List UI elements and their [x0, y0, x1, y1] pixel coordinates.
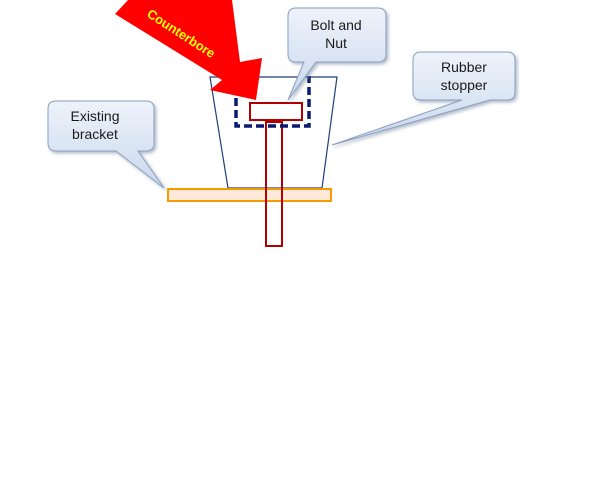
callout-rubber-stopper-line2: stopper: [441, 77, 488, 93]
callout-bolt-and-nut: [287, 7, 387, 101]
counterbore-arrow: Counterbore: [115, 0, 262, 100]
counterbore-arrow-shape: [115, 0, 262, 100]
bolt-head: [249, 102, 303, 121]
callout-bolt-and-nut-line2: Nut: [325, 35, 347, 51]
callout-rubber-stopper-line1: Rubber: [441, 59, 487, 75]
callout-existing-bracket-line2: bracket: [72, 126, 118, 142]
counterbore-outline: [234, 76, 311, 128]
callout-existing-bracket: [47, 100, 165, 189]
callout-rubber-stopper: [331, 51, 516, 146]
callout-existing-bracket-line1: Existing: [70, 108, 119, 124]
callout-bolt-and-nut-line1: Bolt and: [310, 17, 361, 33]
existing-bracket-shape: [167, 188, 332, 202]
